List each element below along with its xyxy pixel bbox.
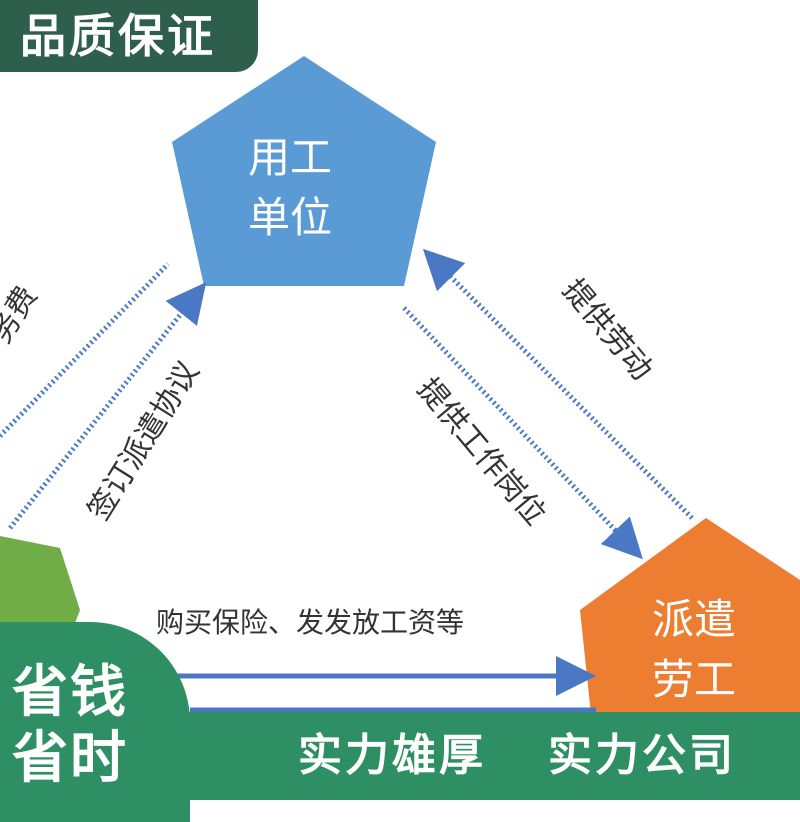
diagram-canvas: 用工 单位 派遣 劳工 务费 签订派遣协议 提供劳动 提供工作岗位 购买保险、发… (0, 56, 800, 800)
employer-label-line2: 单位 (248, 193, 332, 242)
arrow-left-outer (0, 262, 170, 438)
arrow-right-inner (402, 306, 643, 560)
label-left-outer: 务费 (0, 280, 45, 349)
quality-badge-text: 品质保证 (20, 9, 216, 63)
label-right-inner: 提供工作岗位 (410, 372, 553, 532)
save-badge-line1: 省钱 (12, 660, 128, 725)
save-badge (0, 622, 190, 822)
save-badge-line2: 省时 (12, 726, 128, 791)
arrow-right-outer (422, 248, 694, 520)
arrow-left-inner (8, 282, 207, 530)
label-bottom: 购买保险、发发放工资等 (156, 606, 464, 639)
label-right-outer: 提供劳动 (555, 273, 659, 387)
bottom-banner-text-2: 实力公司 (548, 730, 736, 781)
label-left-inner: 签订派遣协议 (81, 355, 206, 526)
worker-label-line2: 劳工 (652, 655, 736, 704)
bottom-banner-text-1: 实力雄厚 (298, 730, 486, 781)
save-badge-text: 省钱 省时 (12, 660, 162, 792)
employer-node (172, 56, 436, 286)
employer-label-line1: 用工 (248, 133, 332, 182)
worker-label-line1: 派遣 (652, 595, 736, 644)
quality-badge: 品质保证 (0, 0, 258, 72)
